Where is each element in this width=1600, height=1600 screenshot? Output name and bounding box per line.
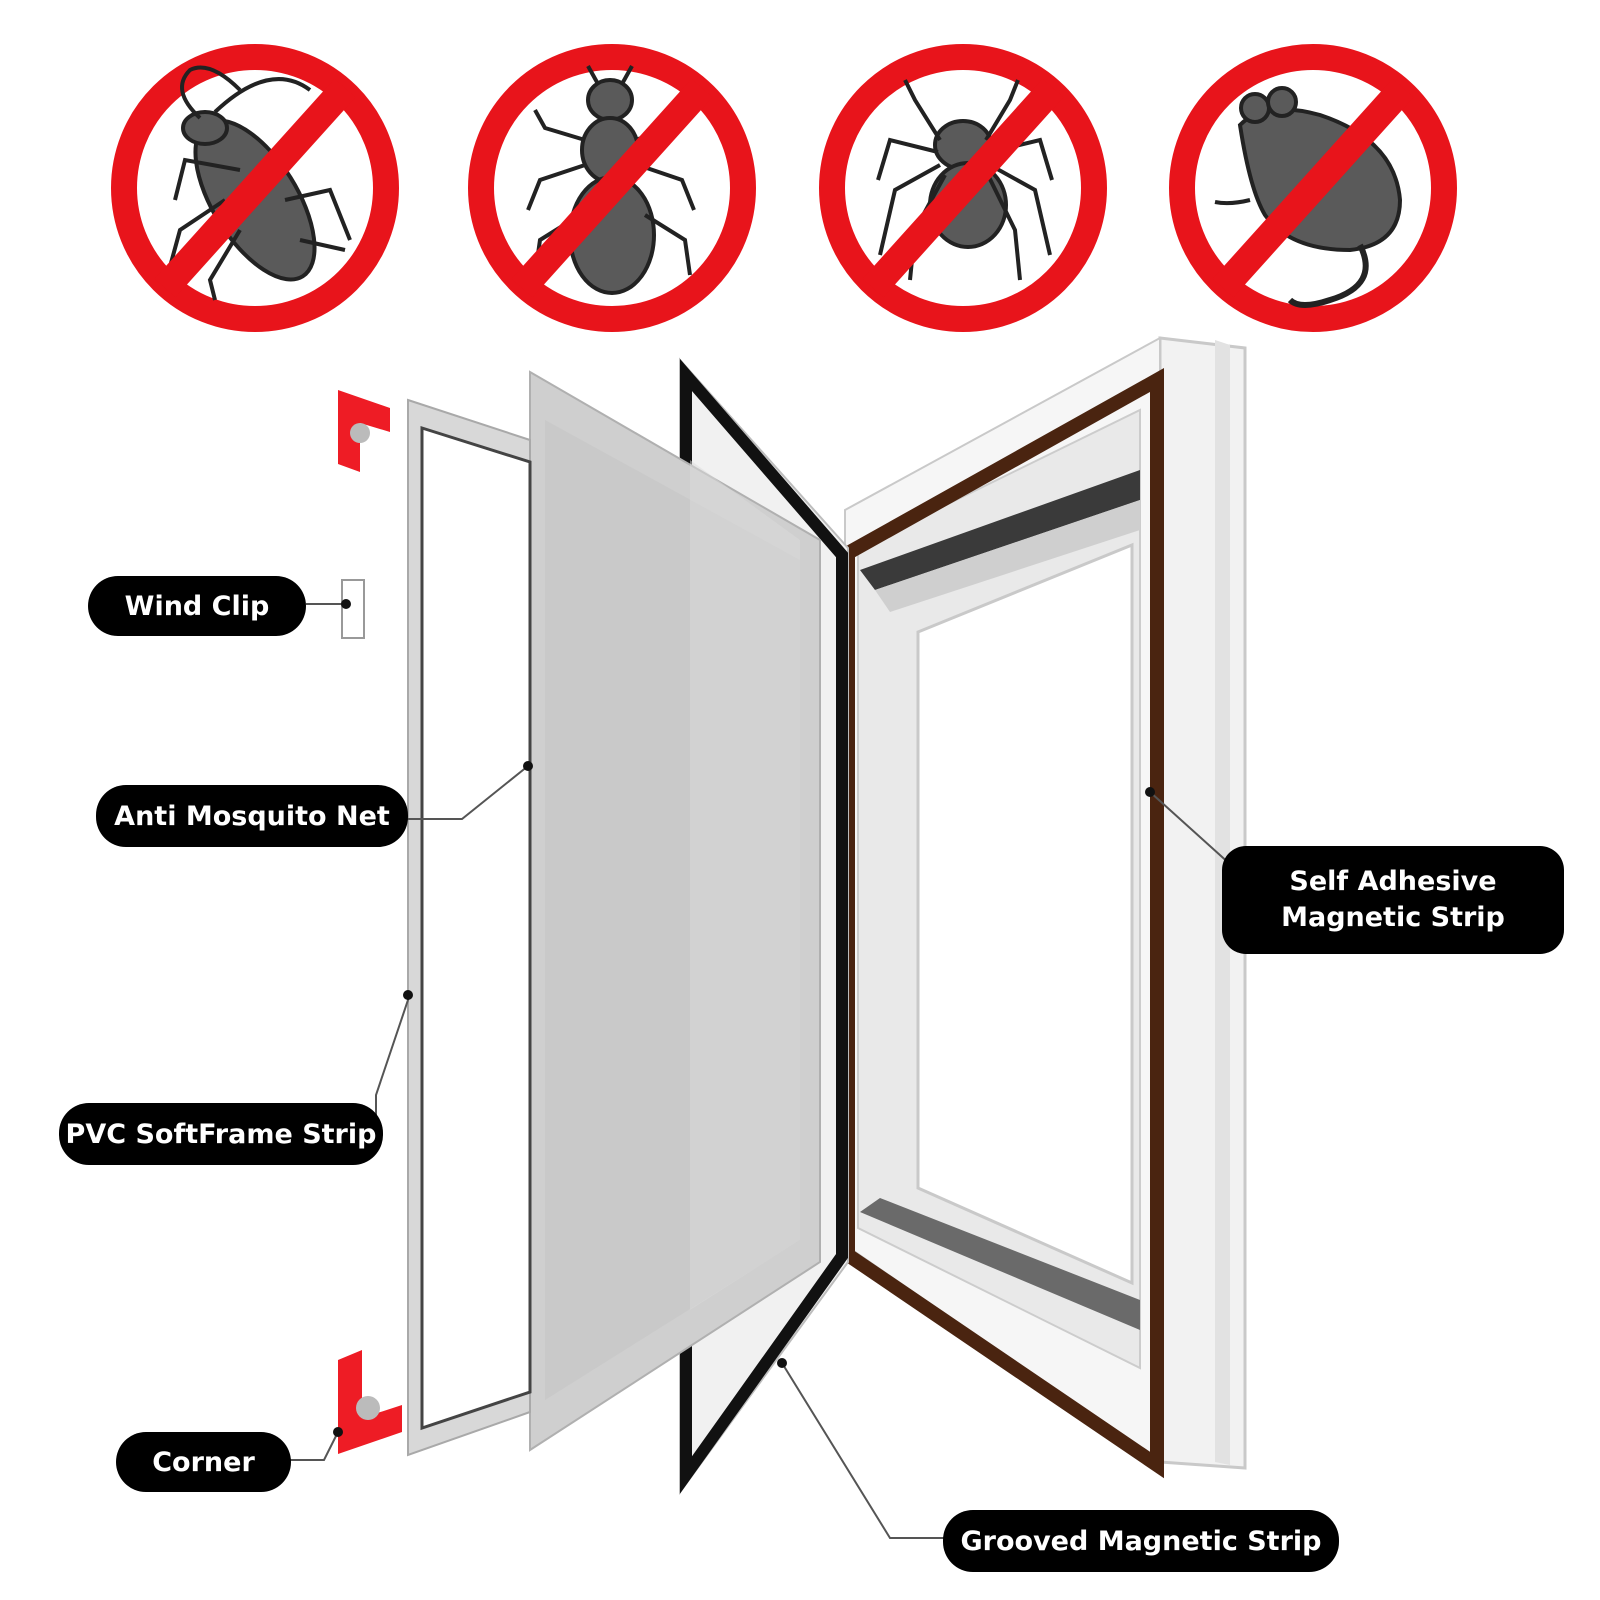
label-self-adhesive-line1: Self Adhesive	[1289, 866, 1497, 897]
label-self-adhesive-line2: Magnetic Strip	[1281, 902, 1505, 933]
window-frame	[841, 336, 1247, 1479]
corner-piece-top	[338, 390, 390, 472]
label-pvc-softframe-strip: PVC SoftFrame Strip	[59, 1103, 383, 1165]
label-wind-clip: Wind Clip	[88, 576, 306, 636]
corner-piece-bottom	[338, 1350, 402, 1454]
label-anti-mosquito-net: Anti Mosquito Net	[96, 785, 408, 847]
label-grooved-magnetic-strip: Grooved Magnetic Strip	[943, 1510, 1339, 1572]
no-cockroach-icon	[111, 44, 399, 332]
no-spider-icon	[819, 44, 1107, 332]
leader-dots	[333, 599, 1155, 1437]
anti-mosquito-net-sheet	[529, 370, 821, 1452]
label-self-adhesive-magnetic-strip: Self Adhesive Magnetic Strip	[1222, 846, 1564, 954]
wind-clip-part	[341, 579, 365, 639]
pvc-softframe	[407, 398, 532, 1457]
no-mouse-icon	[1169, 44, 1457, 332]
label-corner: Corner	[116, 1432, 291, 1492]
no-ant-icon	[468, 44, 756, 332]
